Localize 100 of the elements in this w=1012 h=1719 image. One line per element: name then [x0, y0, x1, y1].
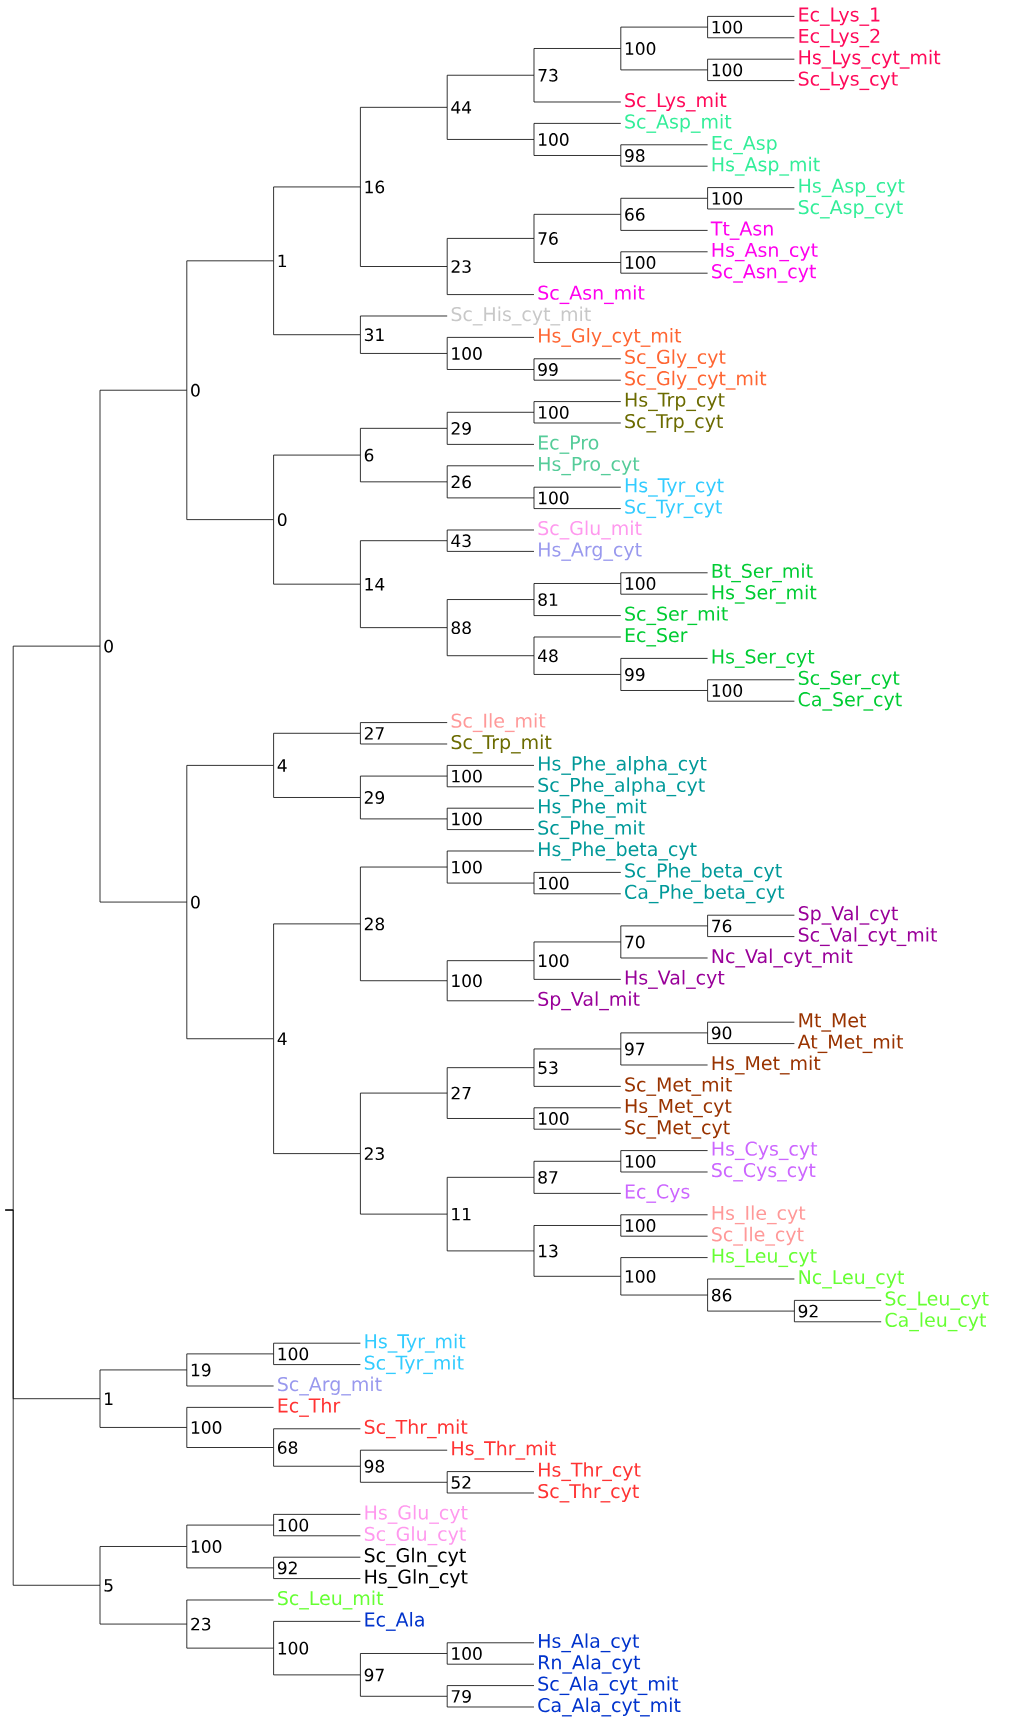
branch-line — [186, 1407, 274, 1428]
bootstrap-value: 11 — [452, 1208, 471, 1221]
bootstrap-value: 92 — [277, 1561, 297, 1575]
leaf-label: Ec_Lys_2 — [799, 28, 880, 48]
branch-line — [620, 251, 708, 263]
leaf-label: Sc_Phe_alpha_cyt — [538, 777, 705, 797]
bootstrap-value: 27 — [451, 1086, 471, 1100]
branch-line — [533, 872, 622, 884]
branch-line — [186, 765, 274, 903]
branch-line — [446, 337, 535, 354]
leaf-label: Sc_Val_cyt_mit — [798, 927, 937, 947]
bootstrap-value: 100 — [452, 1647, 482, 1660]
leaf-label: Sc_Ser_mit — [625, 606, 728, 626]
leaf-label: Hs_Asp_mit — [712, 156, 820, 176]
leaf-label: Hs_Leu_cyt — [712, 1248, 817, 1268]
branch-line — [620, 1150, 708, 1162]
branch-line — [533, 238, 622, 263]
bootstrap-value: 92 — [798, 1304, 818, 1318]
leaf-label: Ec_Cys — [625, 1184, 690, 1203]
branch-line — [273, 1514, 361, 1526]
branch-line — [186, 1546, 274, 1569]
branch-line — [533, 1160, 622, 1178]
branch-line — [620, 1214, 708, 1226]
bootstrap-value: 0 — [191, 383, 200, 397]
branch-line — [446, 807, 535, 820]
leaf-label: Sc_Gly_cyt — [625, 349, 726, 369]
bootstrap-value: 100 — [539, 1112, 569, 1125]
branch-line — [446, 599, 535, 629]
branch-line — [360, 1153, 448, 1215]
branch-line — [794, 1310, 882, 1323]
branch-line — [533, 411, 622, 424]
leaf-label: Sc_Lys_mit — [625, 92, 727, 112]
branch-line — [620, 26, 708, 49]
leaf-label: Sc_Ala_cyt_mit — [538, 1676, 679, 1696]
leaf-label: Tt_Asn — [710, 221, 773, 240]
leaf-label: Sc_Ile_cyt — [712, 1226, 804, 1246]
bootstrap-value: 100 — [278, 1518, 309, 1532]
leaf-label: Sc_Met_cyt — [625, 1120, 730, 1139]
branch-line — [446, 1685, 535, 1697]
bootstrap-value: 14 — [365, 578, 385, 591]
branch-line — [360, 583, 448, 629]
leaf-label: Sc_Ile_mit — [451, 713, 546, 733]
bootstrap-value: 100 — [625, 1154, 656, 1168]
bootstrap-value: 100 — [625, 256, 656, 269]
branch-line — [360, 427, 448, 456]
branch-line — [533, 74, 622, 103]
leaf-label: Mt_Met — [799, 1013, 866, 1032]
branch-line — [186, 901, 274, 1040]
branch-line — [360, 1092, 448, 1154]
branch-line — [273, 1038, 361, 1154]
branch-line — [707, 914, 795, 927]
branch-line — [273, 765, 361, 798]
leaf-label: Hs_Glu_cyt — [365, 1504, 468, 1524]
bootstrap-value: 100 — [625, 577, 656, 590]
branch-line — [533, 960, 622, 980]
branch-line — [446, 1695, 535, 1708]
leaf-label: Sc_Tyr_cyt — [625, 499, 722, 519]
branch-line — [360, 722, 448, 734]
branch-line — [360, 1449, 448, 1467]
branch-line — [533, 1225, 622, 1252]
branch-line — [620, 658, 708, 675]
leaf-label: Sc_Trp_cyt — [625, 413, 723, 433]
leaf-label: Hs_Asp_cyt — [799, 178, 905, 198]
bootstrap-value: 100 — [712, 191, 743, 205]
leaf-label: Sc_Thr_cyt — [538, 1483, 639, 1503]
leaf-label: Ca_Ala_cyt_mit — [538, 1697, 681, 1717]
branch-line — [620, 144, 708, 156]
branch-line — [360, 540, 448, 585]
branch-line — [620, 583, 708, 595]
branch-line — [446, 411, 535, 429]
branch-line — [446, 1471, 535, 1483]
bootstrap-value: 23 — [364, 1147, 384, 1161]
branch-line — [533, 1118, 622, 1130]
branch-line — [533, 486, 622, 499]
leaf-label: Hs_Gly_cyt_mit — [539, 327, 682, 347]
branch-line — [533, 583, 622, 600]
branch-line — [707, 679, 795, 691]
branch-line — [620, 1032, 708, 1050]
bootstrap-value: 29 — [364, 791, 384, 804]
leaf-label: Hs_Gln_cyt — [365, 1569, 468, 1589]
branch-line — [446, 1092, 535, 1119]
leaf-label: Hs_Cys_cyt — [712, 1141, 818, 1161]
branch-line — [533, 1176, 622, 1194]
branch-line — [533, 882, 622, 895]
branch-line — [273, 732, 361, 766]
bootstrap-value: 4 — [277, 1032, 287, 1045]
bootstrap-value: 19 — [191, 1363, 211, 1377]
leaf-label: Hs_Trp_cyt — [625, 392, 725, 412]
branch-line — [446, 765, 535, 777]
branch-line — [707, 58, 795, 71]
leaf-label: Hs_Asn_cyt — [712, 242, 818, 262]
branch-line — [446, 1653, 535, 1665]
branch-line — [360, 923, 448, 982]
bootstrap-value: 100 — [712, 63, 743, 77]
branch-line — [446, 540, 535, 552]
branch-line — [273, 1621, 361, 1649]
branch-line — [446, 1067, 535, 1094]
branch-line — [707, 26, 795, 39]
bootstrap-value: 100 — [712, 684, 743, 697]
bootstrap-value: 100 — [539, 133, 569, 146]
